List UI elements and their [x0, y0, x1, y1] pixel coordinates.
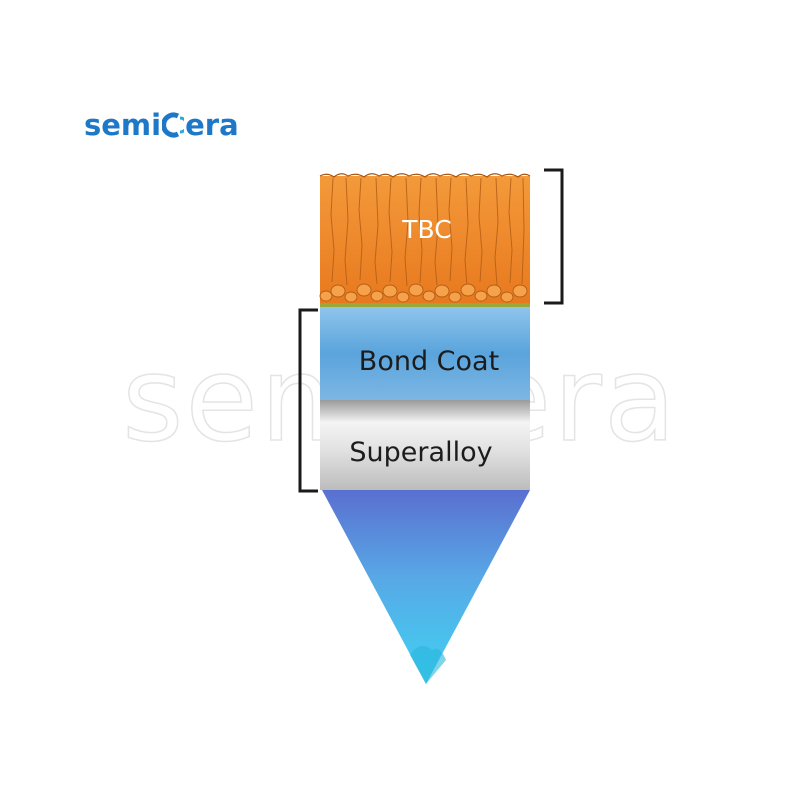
- logo-text-prefix: semi: [84, 108, 162, 142]
- pointer-triangle: [322, 490, 530, 684]
- bond-coat-label: Bond Coat: [359, 346, 499, 377]
- tbc-bracket: [544, 168, 564, 305]
- logo-c-mark-icon: [162, 112, 185, 138]
- superalloy-layer: [320, 400, 530, 490]
- tbc-layer: [319, 173, 531, 307]
- semicera-logo: semi era: [84, 108, 239, 142]
- logo-text-suffix: era: [185, 108, 239, 142]
- pointer-tip-highlight: [410, 646, 446, 684]
- superalloy-label: Superalloy: [349, 437, 492, 468]
- bond-coat-layer: [320, 307, 530, 400]
- tbc-label: TBC: [401, 215, 451, 244]
- substrate-bracket: [298, 308, 318, 493]
